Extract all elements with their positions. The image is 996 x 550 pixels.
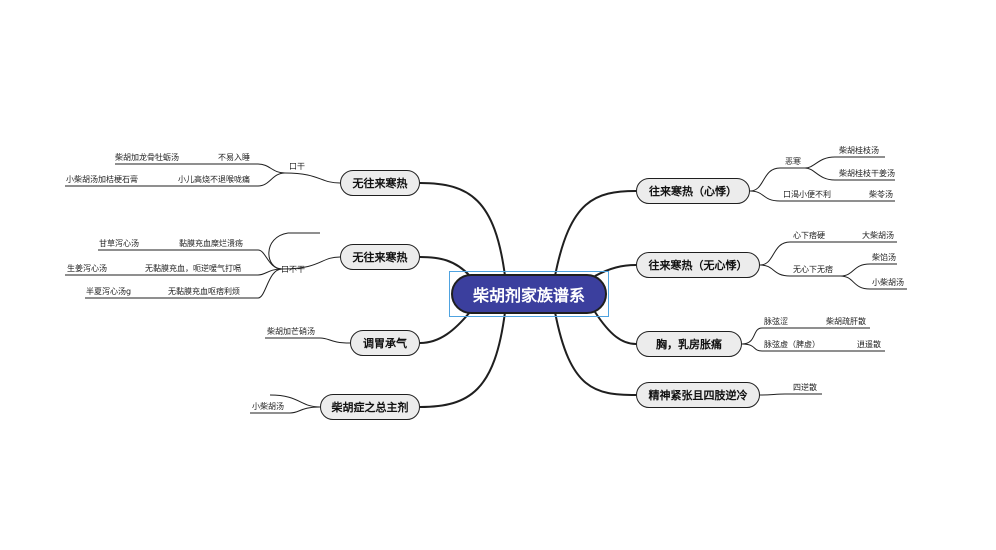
branch-node-alternating-chills-palpitation[interactable]: 往来寒热（心悸） <box>636 178 750 204</box>
formula-label[interactable]: 半夏泻心汤g <box>86 287 132 296</box>
formula-label[interactable]: 小柴胡汤加桔梗石膏 <box>66 175 138 184</box>
formula-label[interactable]: 柴胡加芒硝汤 <box>267 327 315 336</box>
connector-center-to-r4 <box>554 311 637 396</box>
central-topic[interactable]: 柴胡剂家族谱系 <box>451 274 607 314</box>
formula-label[interactable]: 四逆散 <box>793 383 817 392</box>
branch-node-regulate-stomach[interactable]: 调胃承气 <box>350 330 420 356</box>
formula-label[interactable]: 小柴胡汤 <box>252 402 284 411</box>
connector-center-to-r3 <box>594 311 637 345</box>
connector-center-to-r1 <box>554 190 637 277</box>
condition-label[interactable]: 心下痞硬 <box>793 231 825 240</box>
formula-label[interactable]: 柴胡疏肝散 <box>826 317 866 326</box>
selection-frame <box>449 271 609 317</box>
connector-center-to-l4 <box>419 311 506 408</box>
condition-label[interactable]: 脉弦涩 <box>764 317 788 326</box>
branch-node-no-alternating-chills-dry-mouth[interactable]: 无往来寒热 <box>340 170 420 196</box>
condition-label[interactable]: 口渴小便不利 <box>783 190 831 199</box>
formula-label[interactable]: 大柴胡汤 <box>862 231 894 240</box>
formula-label[interactable]: 柴胡加龙骨牡蛎汤 <box>115 153 179 162</box>
connector-center-to-r2 <box>594 264 637 277</box>
condition-label[interactable]: 脉弦虚（脾虚） <box>764 340 820 349</box>
branch-node-chest-breast-pain[interactable]: 胸，乳房胀痛 <box>636 331 742 357</box>
formula-label[interactable]: 甘草泻心汤 <box>99 239 139 248</box>
branch-node-main-formula[interactable]: 柴胡症之总主剂 <box>320 394 420 420</box>
formula-label[interactable]: 生姜泻心汤 <box>67 264 107 273</box>
connector-center-to-l2 <box>419 256 471 277</box>
branch-node-alternating-chills-no-palpitation[interactable]: 往来寒热（无心悸） <box>636 252 760 278</box>
condition-label[interactable]: 无黏膜充血，呃逆嗳气打嗝 <box>145 264 241 273</box>
condition-label[interactable]: 小儿高烧不退喉咙痛 <box>178 175 250 184</box>
branch-node-tension-cold-limbs[interactable]: 精神紧张且四肢逆冷 <box>636 382 760 408</box>
condition-label[interactable]: 不易入睡 <box>218 153 250 162</box>
condition-label[interactable]: 无心下无痞 <box>793 265 833 274</box>
formula-label[interactable]: 逍遥散 <box>857 340 881 349</box>
condition-label[interactable]: 恶寒 <box>785 157 801 166</box>
connector-center-to-l1 <box>419 182 506 277</box>
subtopic-not-dry-mouth[interactable]: 口不干 <box>281 265 305 274</box>
formula-label[interactable]: 柴馅汤 <box>872 253 896 262</box>
condition-label[interactable]: 黏膜充血糜烂溃疡 <box>179 239 243 248</box>
condition-label[interactable]: 无黏膜充血呕痞利烦 <box>168 287 240 296</box>
formula-label[interactable]: 柴胡桂枝汤 <box>839 146 879 155</box>
formula-label[interactable]: 柴苓汤 <box>869 190 893 199</box>
formula-label[interactable]: 柴胡桂枝干姜汤 <box>839 169 895 178</box>
subtopic-dry-mouth[interactable]: 口干 <box>289 162 305 171</box>
formula-label[interactable]: 小柴胡汤 <box>872 278 904 287</box>
branch-node-no-alternating-chills-not-dry[interactable]: 无往来寒热 <box>340 244 420 270</box>
